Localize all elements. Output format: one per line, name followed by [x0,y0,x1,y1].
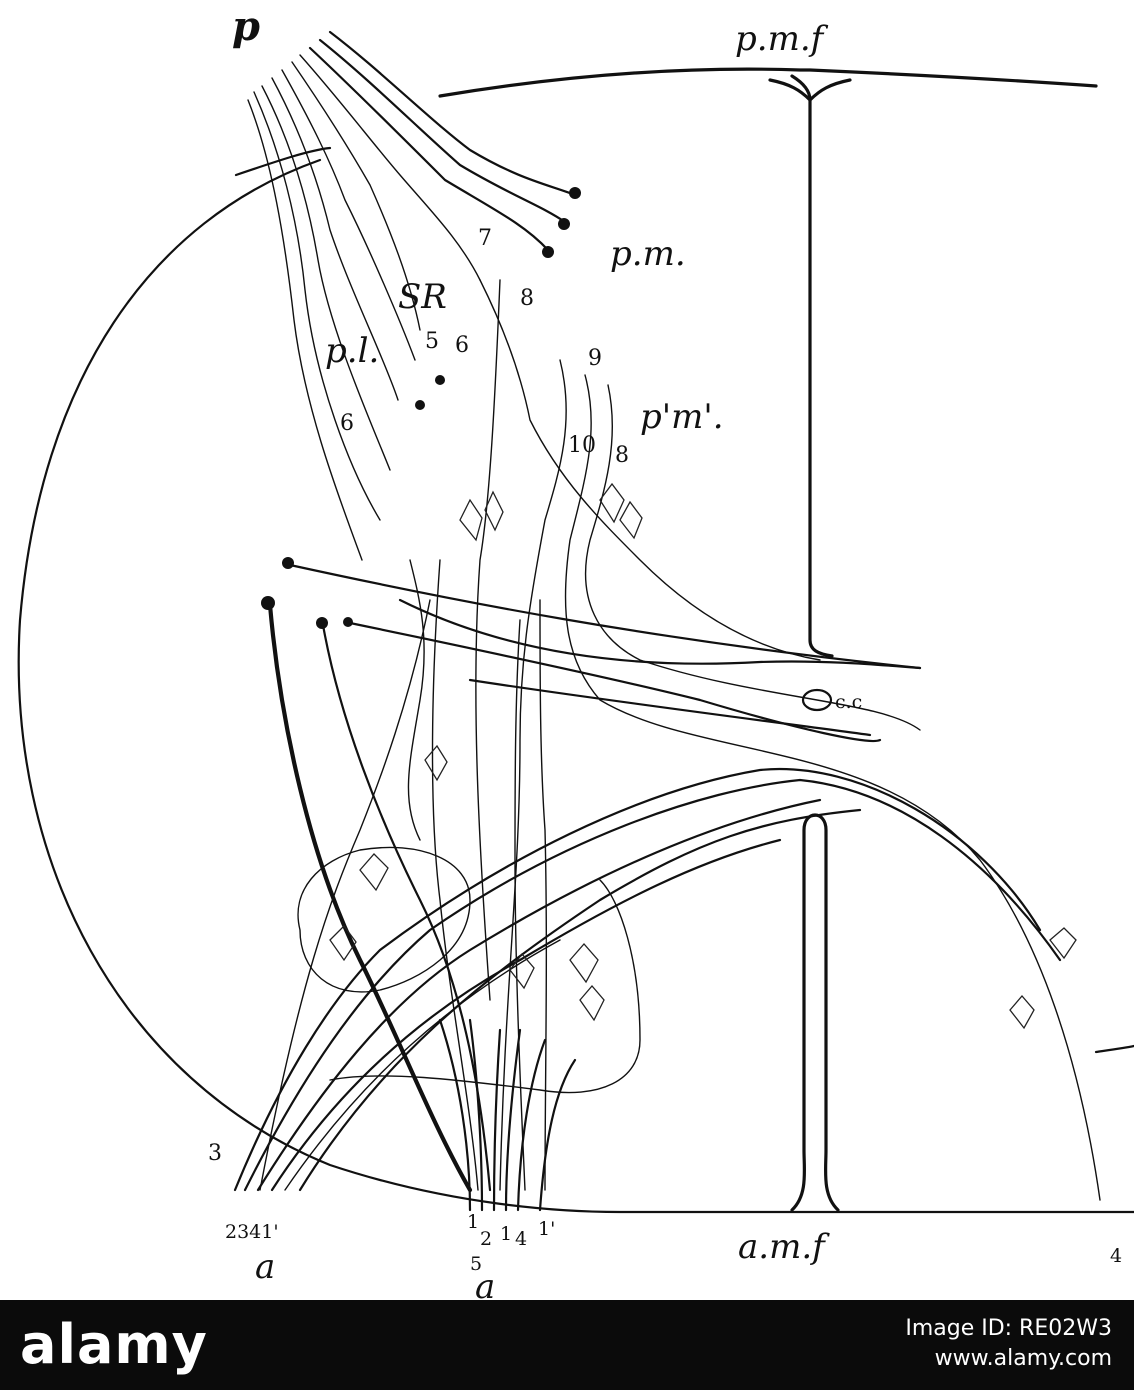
label-pm-prime: p'm'. [640,397,724,437]
anterior-median-fissure [790,813,840,1212]
fissure-top-cap [768,78,852,102]
fiber-number: 1 [467,1211,479,1233]
nerve-cells [329,482,1077,1030]
fiber-number: 4 [1110,1245,1122,1267]
fiber-number: 6 [455,333,469,358]
fiber-number: 8 [615,443,629,468]
terminal-dot [282,557,294,569]
fiber [288,563,922,670]
label-amf: a.m.f [738,1227,830,1267]
commissure-upper [398,598,922,670]
anterior-horn-outline [297,559,641,1094]
terminal-dot [343,617,353,627]
label-pm: p.m. [610,234,686,274]
site-url-text: www.alamy.com [934,1346,1112,1371]
fiber [348,621,882,743]
fiber-number: 8 [520,286,534,311]
fiber-number: 2 [480,1228,492,1250]
cord-right-edge [1094,1044,1134,1054]
fiber-number: 10 [568,433,596,458]
label-pmf: p.m.f [735,19,829,59]
fiber-number: 2341' [225,1221,279,1243]
terminal-dot [542,246,554,258]
terminal-dot [435,375,445,385]
fiber-number: 9 [588,346,602,371]
label-a-right: a [475,1267,495,1300]
anterior-root-fibers [233,767,1062,1192]
fiber [267,602,473,1193]
fiber-tracts [259,279,1101,1201]
fiber-number: 1' [538,1218,555,1240]
terminal-dot [415,400,425,410]
label-a-left: a [255,1247,275,1287]
label-p-top: p [232,3,260,50]
terminal-dot [261,596,275,610]
posterior-root-bundle [247,30,577,561]
terminal-dot [569,187,581,199]
fiber-number: 5 [425,329,439,354]
posterior-median-fissure [790,74,834,658]
label-cc: c.c [835,691,862,713]
label-sr: SR [398,277,447,317]
fiber-number: 6 [340,411,354,436]
image-id-text: Image ID: RE02W3 [905,1316,1112,1341]
fiber-number: 3 [208,1141,222,1166]
terminal-dot [316,617,328,629]
watermark-bar: alamy Image ID: RE02W3 www.alamy.com [0,1300,1134,1390]
fiber-number: 1 [500,1223,512,1245]
alamy-logo: alamy [20,1313,208,1376]
spinal-cord-cross-section-figure: p p.m.f p.m. SR p.l. p'm'. c.c a a a.m.f… [17,3,1134,1300]
central-canal [801,688,833,712]
terminal-dot [558,218,570,230]
commissure-lower [468,678,872,737]
fiber-number: 7 [478,226,492,251]
diagram-canvas: p p.m.f p.m. SR p.l. p'm'. c.c a a a.m.f… [17,3,1134,1300]
label-pl: p.l. [325,331,379,371]
cord-top-edge [438,67,1098,98]
anterior-root-bundle-right [438,1018,577,1212]
fiber-number: 4 [515,1228,527,1250]
cord-outline [17,158,1134,1214]
watermark-info: Image ID: RE02W3 www.alamy.com [905,1314,1112,1374]
fiber-number: 5 [470,1253,482,1275]
